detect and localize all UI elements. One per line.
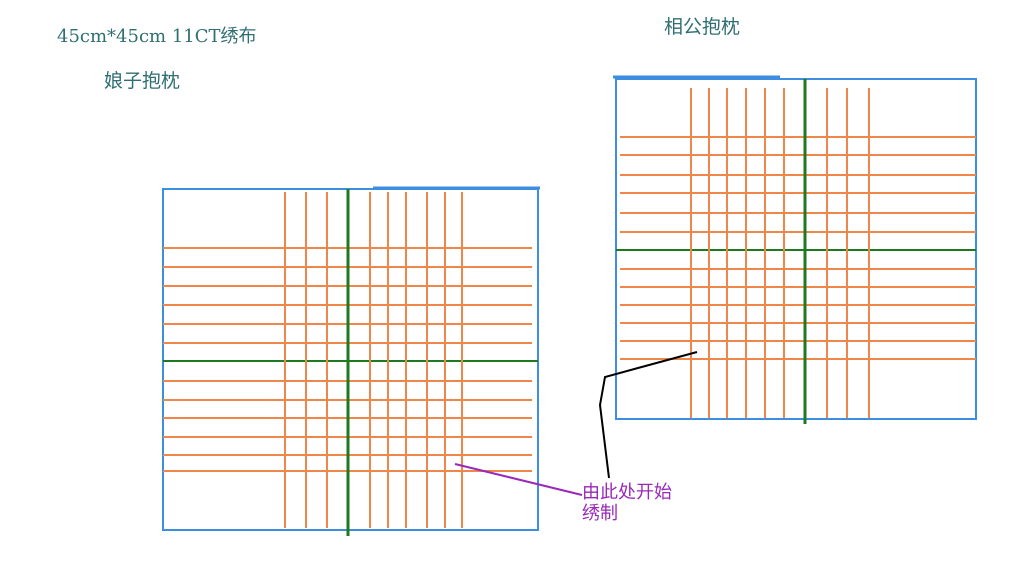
start-here-line2: 绣制: [582, 503, 618, 524]
left-pillow-title: 娘子抱枕: [104, 70, 181, 92]
left-pillow-pattern: [162, 186, 540, 536]
right-pillow-title: 相公抱枕: [664, 16, 741, 38]
start-pointer-left: [454, 463, 583, 496]
start-here-line1: 由此处开始: [582, 482, 672, 503]
start-pointer-right: [598, 351, 698, 479]
left-frame: [162, 188, 539, 531]
fabric-spec: 45cm*45cm 11CT绣布: [57, 26, 257, 47]
start-here-note: 由此处开始 绣制: [582, 482, 672, 524]
right-pillow-pattern: [613, 75, 977, 424]
